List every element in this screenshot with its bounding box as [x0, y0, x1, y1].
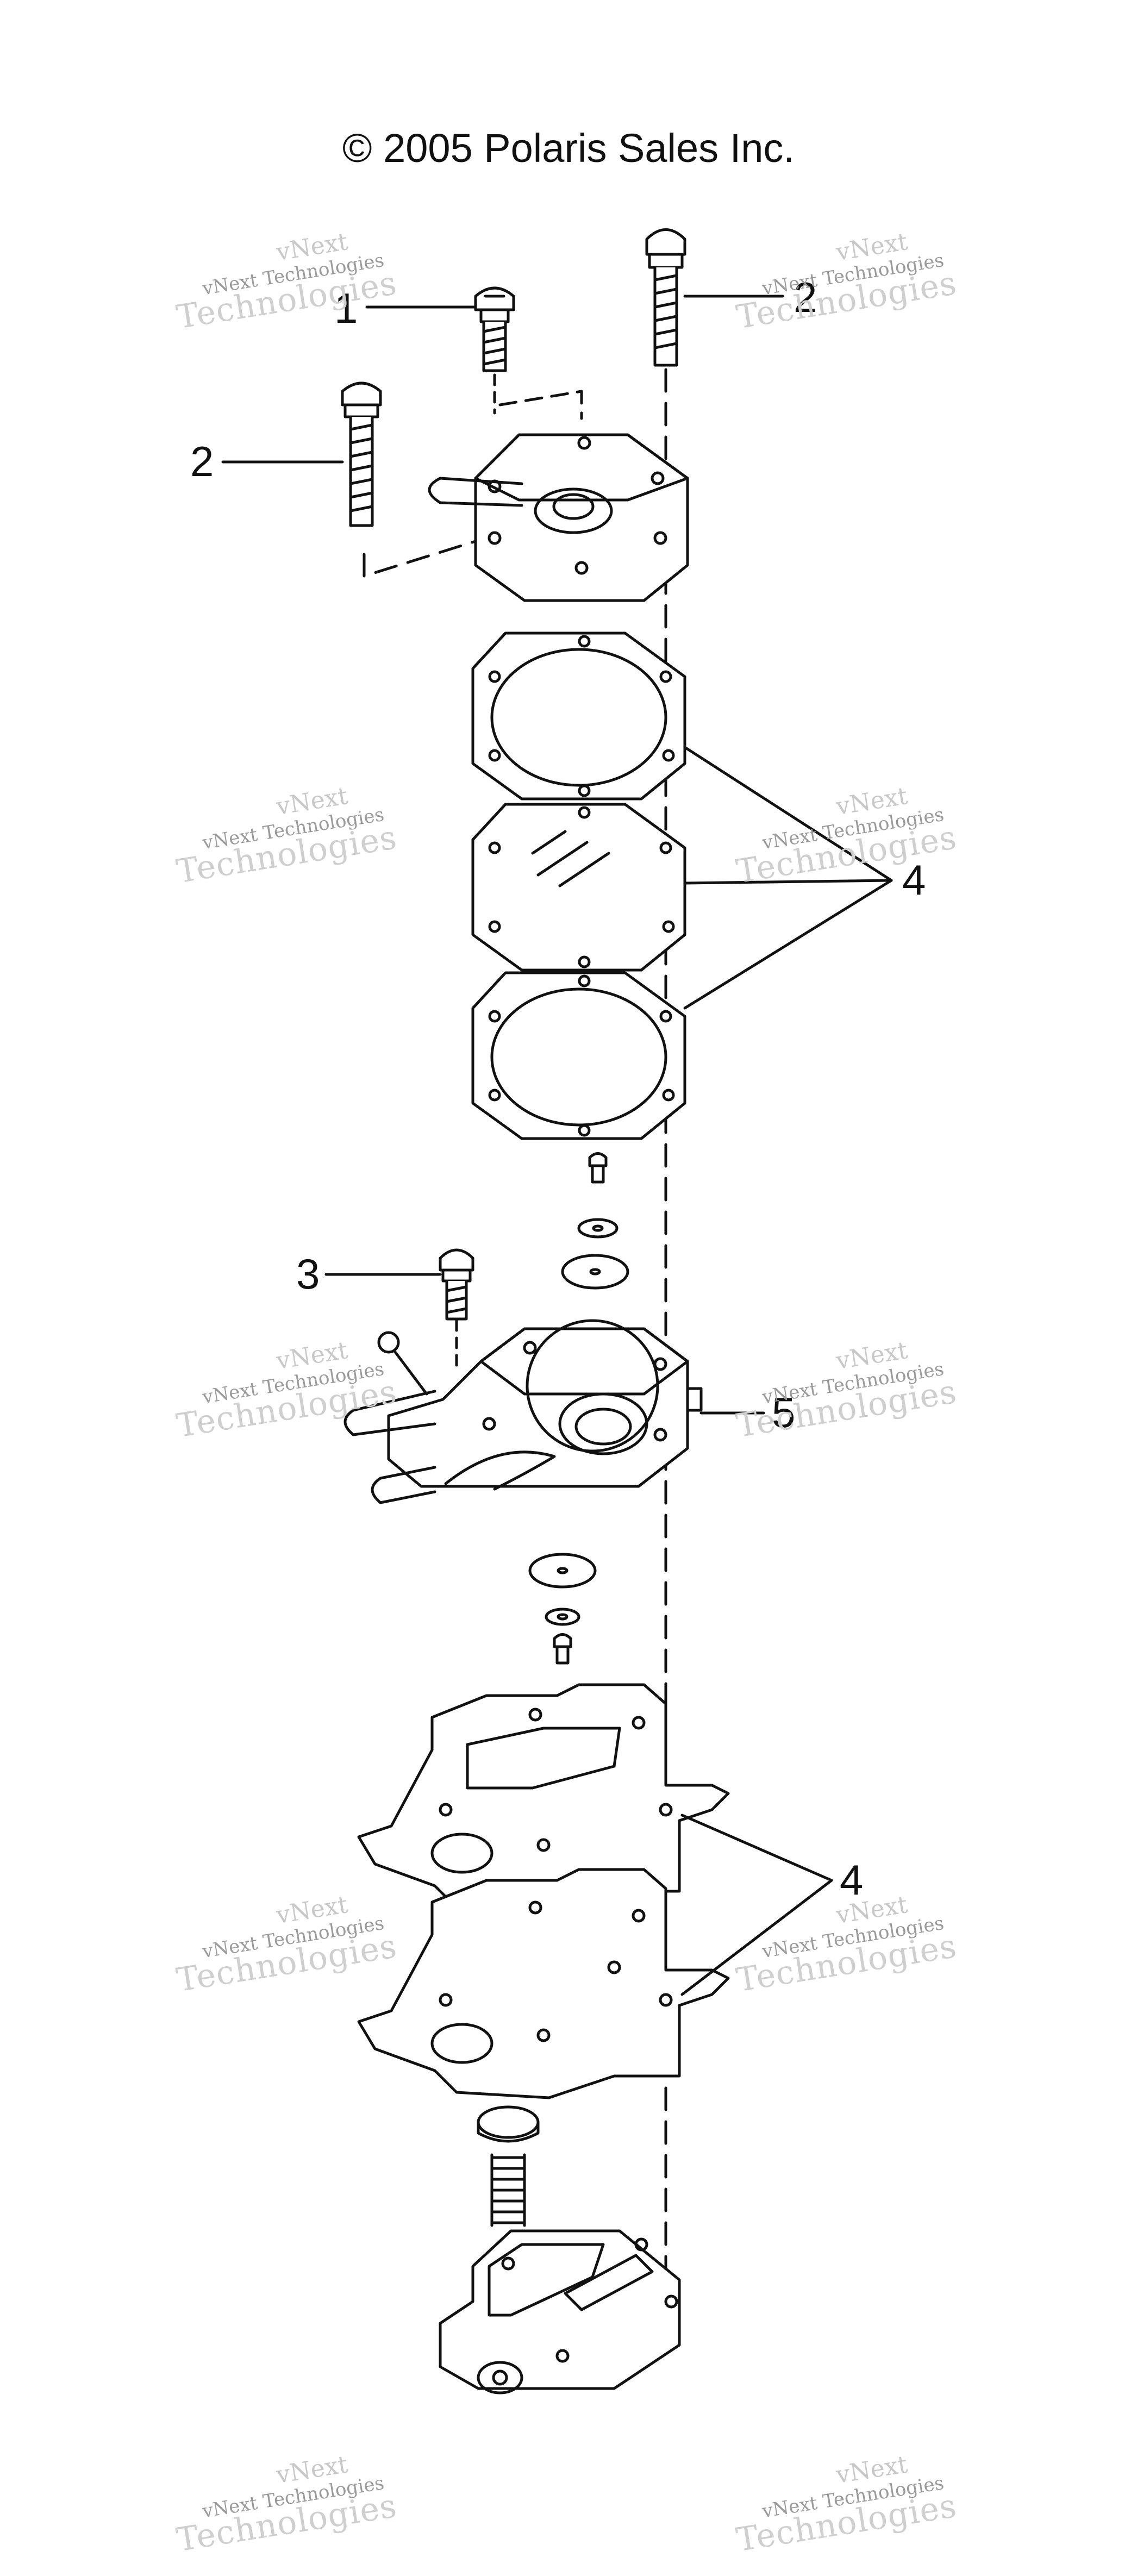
base-plate-part: [439, 2229, 681, 2394]
check-valve-lower: [528, 1553, 597, 1665]
screw-part-2-left: [341, 382, 382, 527]
check-valve-screw-upper: [561, 1152, 629, 1290]
pump-body-part-5: [343, 1319, 703, 1504]
gasket-upper-1: [471, 632, 686, 801]
screw-part-2-right: [645, 228, 686, 367]
callout-2-right: 2: [794, 273, 817, 321]
copyright-text: © 2005 Polaris Sales Inc.: [342, 126, 795, 171]
leader-4-lower-b: [680, 1879, 833, 1996]
callout-2-left: 2: [190, 437, 214, 485]
leader-4-upper-b: [683, 879, 893, 885]
callout-1: 1: [334, 284, 358, 332]
leader-4-upper-a: [683, 746, 893, 882]
gasket-lower-2: [357, 1868, 730, 2099]
leader-4-upper-c: [683, 879, 893, 1010]
diaphragm-upper: [471, 803, 686, 972]
gasket-upper-2: [471, 971, 686, 1140]
leader-4-lower-a: [680, 1814, 833, 1882]
callout-5: 5: [772, 1389, 796, 1436]
callout-4-lower: 4: [840, 1856, 864, 1904]
callout-3: 3: [296, 1250, 320, 1298]
valve-disc-and-spring: [477, 2105, 540, 2227]
alignment-dashed-top: [498, 390, 583, 420]
top-cover-part: [428, 433, 689, 602]
gasket-lower-1: [357, 1683, 730, 1915]
screw-part-3: [439, 1248, 474, 1371]
screw-part-1: [474, 286, 515, 415]
callout-4-upper: 4: [902, 856, 926, 904]
